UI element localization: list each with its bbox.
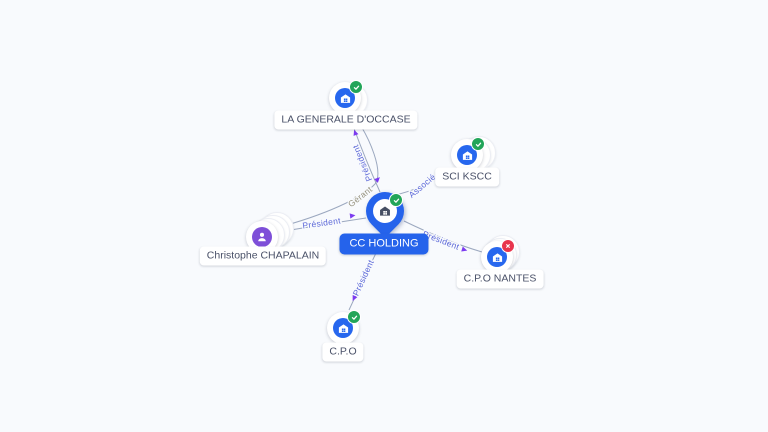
edge-label: Associé [407,172,438,200]
company-disc[interactable] [327,310,361,344]
building-icon [457,145,477,165]
building-icon [335,88,355,108]
edge-gerant-chapalain-generale [275,116,379,229]
arrow-icon [352,294,358,301]
active-check-icon [471,137,485,151]
edge-president-ccholding-cponantes [403,220,483,253]
node-label[interactable]: SCI KSCC [435,167,499,187]
company-disc[interactable] [481,239,515,273]
map-pin-icon[interactable] [358,184,412,238]
building-icon [487,247,507,267]
node-label[interactable]: LA GENERALE D'OCCASE [274,110,418,130]
arrow-icon [374,177,380,183]
company-disc[interactable] [329,80,363,114]
active-check-icon [389,193,403,207]
edge-label: Président [302,215,342,230]
building-icon [333,318,353,338]
node-label[interactable]: C.P.O NANTES [456,269,544,289]
person-icon [252,227,272,247]
edge-president-ccholding-cpo [348,250,378,311]
node-label-central[interactable]: CC HOLDING [339,233,429,255]
building-icon [373,199,397,223]
node-label[interactable]: Christophe CHAPALAIN [199,246,327,266]
node-label[interactable]: C.P.O [322,342,364,362]
arrow-icon [461,246,468,252]
arrow-icon [349,213,356,219]
company-disc[interactable] [451,137,485,171]
active-check-icon [349,80,363,94]
arrow-icon [353,129,359,136]
active-check-icon [347,310,361,324]
edge-label: Président [351,258,377,298]
closed-cross-icon [501,239,515,253]
